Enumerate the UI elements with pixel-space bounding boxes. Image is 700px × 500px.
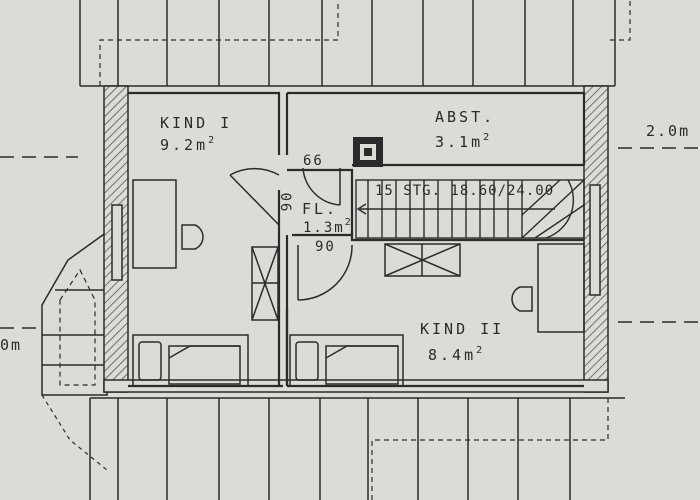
flur-name: FL. [302,200,339,218]
kind2-area-power: 2 [476,345,483,356]
door-90-left-label: 90 [279,190,296,212]
outer-walls [103,85,609,393]
abst-name: ABST. [435,108,496,126]
flur-area-value: 1.3 [303,220,335,236]
door-66-label: 66 [303,153,324,169]
abst-area-power: 2 [483,132,490,143]
chimney [353,137,383,167]
kind2-area: 8.4m2 [428,346,482,363]
abst-area-unit: m [471,133,484,151]
kind2-name: KIND II [420,320,505,338]
flur-area: 1.3m2 [303,217,351,236]
dimension-lines [0,147,700,329]
abst-area: 3.1m2 [435,133,489,150]
roof-bottom [90,397,625,500]
stairs [355,179,585,239]
kind1-area-unit: m [196,136,209,154]
furniture [132,179,585,387]
abst-area-value: 3.1 [435,133,472,151]
kind1-area-value: 9.2 [160,136,197,154]
roof-top [79,0,631,87]
kind2-area-unit: m [464,346,477,364]
left-dormer [41,230,108,500]
kind1-area-power: 2 [208,135,215,146]
dimension-right-label: 2.0m [646,122,691,140]
flur-area-unit: m [334,220,345,236]
door-90-bottom-label: 90 [315,239,336,255]
dimension-left-label: 0m [0,336,23,354]
kind2-area-value: 8.4 [428,346,465,364]
kind1-name: KIND I [160,114,233,132]
kind1-area: 9.2m2 [160,136,214,153]
flur-area-power: 2 [344,217,351,228]
doors [229,167,353,301]
stairs-label: 15 STG. 18.60/24.00 [375,183,555,199]
